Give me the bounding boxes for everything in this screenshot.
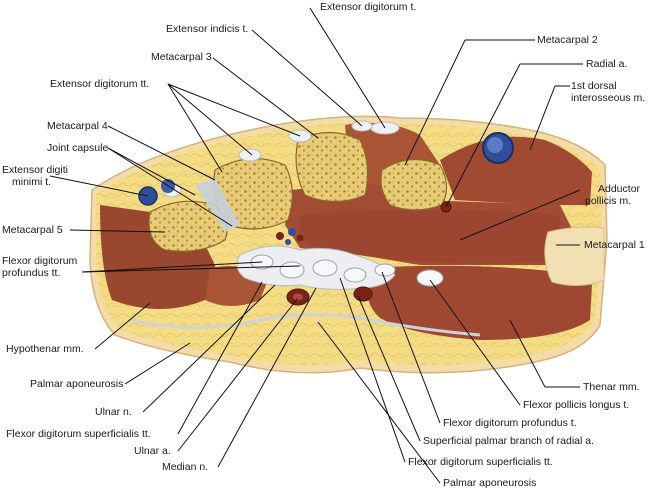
label-adductor-pollicis-2: pollicis m. (585, 195, 632, 207)
fpl-tendon (416, 269, 444, 287)
first-dorsal-interosseous (440, 136, 592, 205)
radial-artery-palmar (353, 286, 373, 302)
label-flexor-pollicis-longus-t: Flexor pollicis longus t. (523, 399, 630, 411)
label-extensor-digitorum-tt: Extensor digitorum tt. (50, 78, 150, 90)
metacarpal-5-bone (148, 200, 228, 252)
label-1st-dorsal-2: interosseous m. (571, 92, 646, 104)
ulnar-artery-lumen (293, 293, 303, 301)
joint-capsule (195, 178, 240, 232)
fds-tendon-c (312, 259, 338, 277)
metacarpal-3-bone (295, 131, 369, 203)
metacarpal-2-bone (380, 159, 448, 211)
vessel-1 (276, 232, 284, 240)
label-fdp-tt-1: Flexor digitorum (2, 255, 78, 267)
label-ulnar-n: Ulnar n. (95, 406, 132, 418)
label-metacarpal-1: Metacarpal 1 (584, 239, 645, 251)
label-ulnar-a: Ulnar a. (134, 445, 171, 457)
vessel-3 (296, 234, 304, 242)
dorsal-vein-1-inner (487, 137, 503, 153)
label-extensor-digiti-minimi-1: Extensor digiti (2, 164, 68, 176)
label-metacarpal-3: Metacarpal 3 (151, 51, 212, 63)
fdp-tendon-right (374, 263, 396, 277)
label-fds-tt-right: Flexor digitorum superficialis tt. (408, 456, 553, 468)
label-fdp-tt-2: profundus tt. (2, 267, 61, 279)
label-thenar-mm: Thenar mm. (583, 381, 640, 393)
label-palmar-aponeurosis-bottom: Palmar aponeurosis (443, 477, 537, 489)
label-metacarpal-4: Metacarpal 4 (47, 120, 108, 132)
label-metacarpal-2: Metacarpal 2 (537, 34, 598, 46)
label-extensor-indicis-t: Extensor indicis t. (166, 23, 249, 35)
label-median-n: Median n. (162, 461, 209, 473)
label-extensor-digiti-minimi-2: minimi t. (12, 176, 52, 188)
metacarpal-1-bone (544, 226, 605, 286)
label-superficial-palmar-branch: Superficial palmar branch of radial a. (423, 435, 595, 447)
label-palmar-aponeurosis-left: Palmar aponeurosis (30, 378, 124, 390)
vessel-2 (288, 228, 296, 236)
leader-lines (49, 7, 583, 484)
label-fds-tt-left: Flexor digitorum superficialis tt. (6, 428, 151, 440)
fds-tendon-d (343, 267, 367, 283)
label-fdp-t: Flexor digitorum profundus t. (443, 417, 577, 429)
fds-tendon-b (279, 261, 305, 279)
palmar-aponeurosis (129, 312, 481, 337)
label-1st-dorsal-1: 1st dorsal (571, 80, 617, 92)
label-extensor-digitorum-t: Extensor digitorum t. (320, 1, 417, 13)
label-hypothenar-mm: Hypothenar mm. (6, 343, 84, 355)
vessel-4 (285, 239, 291, 245)
label-radial-a: Radial a. (586, 58, 628, 70)
ext-digitorum-t-3 (238, 148, 262, 162)
label-adductor-pollicis-1: Adductor (598, 183, 641, 195)
label-metacarpal-5: Metacarpal 5 (2, 224, 63, 236)
label-joint-capsule: Joint capsule (47, 142, 109, 154)
adductor-pollicis (300, 210, 560, 264)
